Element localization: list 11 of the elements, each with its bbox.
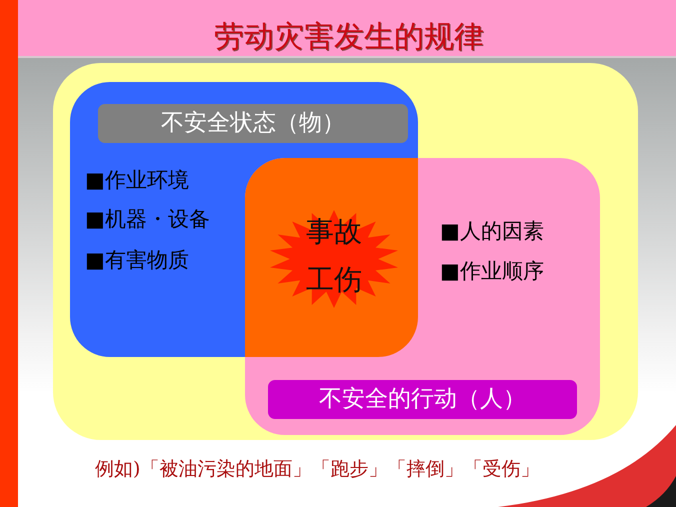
heading-bar: 不安全的行动（人） (268, 380, 577, 419)
starburst-label: 工伤 (306, 264, 362, 296)
list-item: ■作业顺序 (440, 258, 544, 284)
list-item: ■有害物质 (85, 248, 189, 272)
caption: 例如)「被油污染的地面」「跑步」「摔倒」「受伤」 (95, 459, 540, 481)
list-item: ■作业环境 (85, 168, 189, 192)
list-item: ■机器・设备 (85, 206, 210, 232)
heading-bar: 不安全状态（物） (98, 104, 408, 143)
title: 劳动灾害发生的规律 (214, 20, 484, 54)
list-item: ■人的因素 (440, 218, 544, 244)
starburst-label: 事故 (306, 216, 362, 248)
